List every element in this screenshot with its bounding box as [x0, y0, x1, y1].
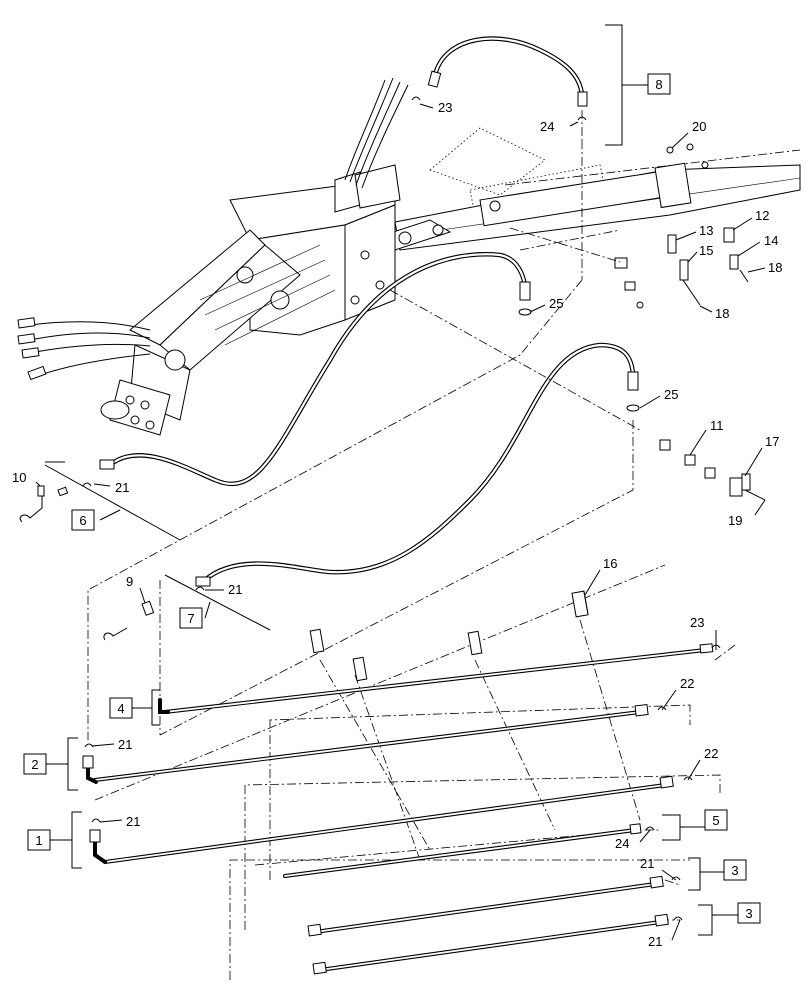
tube-2 — [82, 703, 649, 784]
callout-box-7 — [179, 607, 203, 629]
machine-frame — [17, 77, 801, 436]
hose-assembly-7 — [195, 342, 640, 587]
callout-1: 1 — [35, 833, 42, 848]
callout-group-8: 8 — [605, 24, 671, 146]
label-21-c: 21 — [118, 737, 132, 752]
callout-box-4 — [109, 697, 133, 719]
label-15: 15 — [699, 243, 713, 258]
callout-3a: 3 — [731, 863, 738, 878]
callout-box-1 — [27, 829, 51, 851]
callout-box-3b — [737, 902, 761, 924]
callout-group-2: 2 — [23, 737, 78, 791]
callout-group-3b: 3 — [698, 902, 761, 936]
callout-5: 5 — [712, 813, 719, 828]
label-25-upper: 25 — [549, 296, 563, 311]
label-21-a: 21 — [115, 480, 129, 495]
label-24-top: 24 — [540, 119, 554, 134]
label-18-upper: 18 — [768, 260, 782, 275]
label-12: 12 — [755, 208, 769, 223]
small-hardware — [19, 143, 766, 921]
callout-box-5 — [704, 809, 728, 831]
part-labels: 23 24 20 12 13 14 15 18 18 25 25 11 17 1… — [12, 100, 782, 949]
label-10: 10 — [12, 470, 26, 485]
label-21-e: 21 — [640, 856, 654, 871]
callout-group-1: 1 — [27, 811, 82, 869]
label-24-lower: 24 — [615, 836, 629, 851]
callout-6: 6 — [79, 513, 86, 528]
callout-box-6 — [71, 509, 95, 531]
label-11: 11 — [710, 418, 724, 433]
callout-box-8 — [647, 73, 671, 95]
tube-3b — [312, 913, 669, 975]
label-9: 9 — [126, 574, 133, 589]
label-22-a: 22 — [680, 676, 694, 691]
callout-group-4: 4 — [109, 689, 160, 726]
hose-assembly-6 — [99, 252, 532, 487]
leader-lines — [87, 140, 736, 980]
callout-group-5: 5 — [662, 809, 728, 841]
label-22-b: 22 — [704, 746, 718, 761]
label-20: 20 — [692, 119, 706, 134]
hose-assembly-8 — [411, 36, 588, 140]
tube-4 — [158, 643, 714, 714]
callout-8: 8 — [655, 77, 662, 92]
callout-box-2 — [23, 753, 47, 775]
label-17: 17 — [765, 434, 779, 449]
tube-3a — [307, 875, 664, 937]
callout-box-3a — [723, 859, 747, 881]
label-14: 14 — [764, 233, 778, 248]
tube-5 — [283, 823, 642, 878]
callout-group-3a: 3 — [688, 857, 747, 891]
label-25-lower: 25 — [664, 387, 678, 402]
label-21-f: 21 — [648, 934, 662, 949]
callout-3b: 3 — [745, 906, 752, 921]
label-21-b: 21 — [228, 582, 242, 597]
label-16: 16 — [603, 556, 617, 571]
callout-group-6: 6 — [44, 461, 181, 541]
label-23-top: 23 — [438, 100, 452, 115]
tube-1 — [89, 775, 674, 864]
label-19: 19 — [728, 513, 742, 528]
label-18-lower: 18 — [715, 306, 729, 321]
callout-7: 7 — [187, 611, 194, 626]
label-13: 13 — [699, 223, 713, 238]
callout-group-7: 7 — [164, 574, 271, 631]
label-21-d: 21 — [126, 814, 140, 829]
callout-2: 2 — [31, 757, 38, 772]
label-23-lower: 23 — [690, 615, 704, 630]
callout-4: 4 — [117, 701, 124, 716]
